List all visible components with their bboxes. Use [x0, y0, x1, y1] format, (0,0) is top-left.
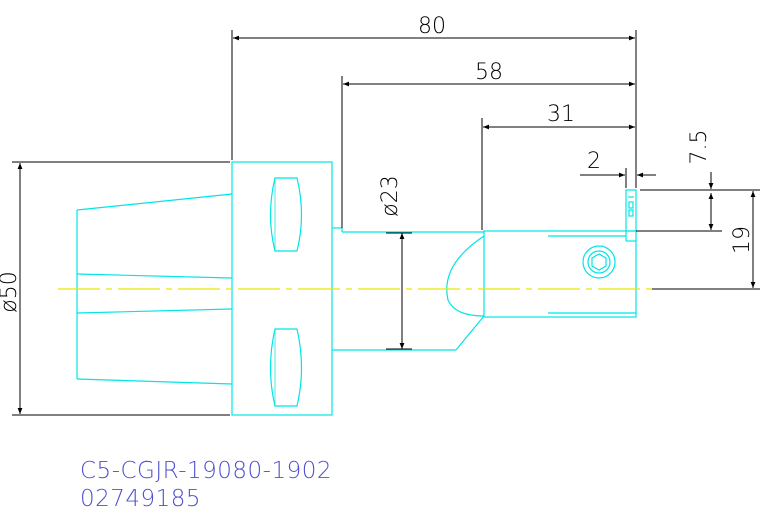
tapered-shank [76, 193, 233, 385]
dim-text-58: 58 [475, 60, 503, 85]
neck [332, 227, 485, 351]
dim-text-31: 31 [547, 102, 575, 127]
dim-text-d50: ø50 [0, 271, 22, 312]
dim-text-d23: ø23 [378, 175, 403, 216]
dim-text-19: 19 [730, 226, 755, 254]
drive-slots [269, 177, 303, 407]
dim-text-80: 80 [418, 14, 446, 39]
part-number: 02749185 [80, 486, 202, 512]
dimension-lines [12, 30, 760, 416]
part-code: C5-CGJR-19080-1902 [80, 458, 333, 484]
head [483, 230, 637, 318]
insert [625, 189, 637, 242]
dim-text-2: 2 [587, 149, 601, 174]
dim-text-7-5: 7.5 [687, 130, 712, 165]
